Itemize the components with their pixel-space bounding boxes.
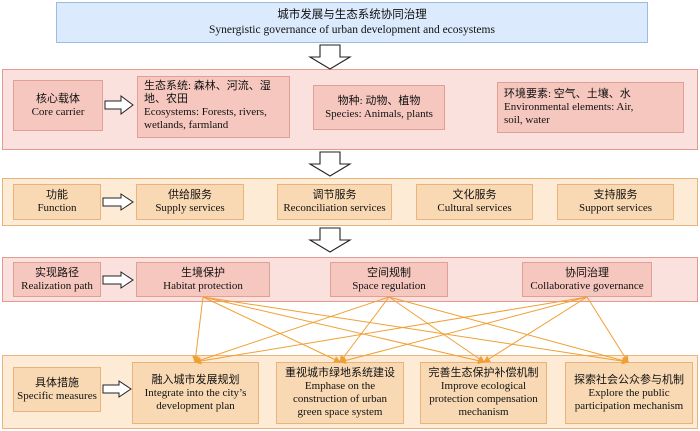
core-item-ecosystems: 生态系统: 森林、河流、湿 地、农田 Ecosystems: Forests, … [137, 76, 290, 138]
measure-item-public: 探索社会公众参与机制 Explore the public participat… [565, 362, 693, 424]
specific-measures-label-cn: 具体措施 [35, 376, 79, 389]
title-cn: 城市发展与生态系统协同治理 [277, 9, 427, 21]
measure-item-integrate: 融入城市发展规划 Integrate into the city’s devel… [132, 362, 259, 424]
path-item-space-regulation: 空间规制 Space regulation [330, 262, 448, 297]
core-item-species-en: Species: Animals, plants [325, 107, 433, 120]
function-label-cn: 功能 [46, 189, 68, 201]
measure-item-integrate-en: Integrate into the city’s development pl… [144, 386, 247, 412]
measure-item-integrate-cn: 融入城市发展规划 [151, 373, 240, 386]
function-item-reconciliation-cn: 调节服务 [312, 189, 357, 201]
function-item-supply-cn: 供给服务 [168, 189, 212, 201]
path-item-habitat: 生境保护 Habitat protection [136, 262, 270, 297]
right-arrow-function [102, 193, 134, 211]
path-item-collaborative-cn: 协同治理 [565, 266, 609, 279]
core-carrier-label-box: 核心载体 Core carrier [13, 80, 103, 131]
path-item-space-regulation-en: Space regulation [352, 279, 426, 292]
core-item-environment-en: Environmental elements: Air, soil, water [504, 101, 634, 126]
specific-measures-label-en: Specific measures [17, 389, 97, 402]
right-arrow-path [102, 271, 134, 289]
measure-item-green-space-en: Emphase on the construction of urban gre… [292, 380, 388, 418]
function-item-reconciliation-en: Reconciliation services [283, 202, 386, 214]
function-item-supply: 供给服务 Supply services [136, 184, 244, 220]
function-label-en: Function [37, 202, 77, 214]
down-arrow-core-to-function [308, 151, 352, 177]
realization-path-label-en: Realization path [21, 279, 93, 292]
function-item-supply-en: Supply services [155, 202, 225, 214]
measure-item-compensation-cn: 完善生态保护补偿机制 [428, 367, 539, 379]
function-item-cultural-cn: 文化服务 [452, 189, 497, 201]
function-item-cultural-en: Cultural services [437, 202, 512, 214]
core-item-ecosystems-cn: 生态系统: 森林、河流、湿 地、农田 [144, 80, 271, 105]
title-en: Synergistic governance of urban developm… [209, 24, 495, 36]
path-item-collaborative: 协同治理 Collaborative governance [522, 262, 652, 297]
function-label-box: 功能 Function [13, 184, 101, 220]
core-carrier-label-cn: 核心载体 [36, 92, 80, 105]
measure-item-green-space: 重视城市绿地系统建设 Emphase on the construction o… [276, 362, 404, 424]
function-item-reconciliation: 调节服务 Reconciliation services [277, 184, 392, 220]
core-item-species: 物种: 动物、植物 Species: Animals, plants [313, 85, 445, 130]
right-arrow-core [104, 95, 134, 115]
path-item-collaborative-en: Collaborative governance [530, 279, 644, 292]
function-item-support: 支持服务 Support services [557, 184, 674, 220]
measure-item-green-space-cn: 重视城市绿地系统建设 [285, 367, 395, 379]
function-item-support-en: Support services [578, 202, 652, 214]
realization-path-label-box: 实现路径 Realization path [13, 262, 101, 297]
core-item-ecosystems-en: Ecosystems: Forests, rivers, wetlands, f… [144, 106, 267, 131]
realization-path-label-cn: 实现路径 [35, 266, 79, 279]
path-to-measure-connectors [192, 296, 629, 365]
function-item-support-cn: 支持服务 [593, 189, 638, 201]
path-item-habitat-cn: 生境保护 [181, 266, 225, 279]
down-arrow-function-to-path [308, 227, 352, 253]
down-arrow-title-to-core [308, 44, 352, 70]
diagram-title-box: 城市发展与生态系统协同治理 Synergistic governance of … [56, 2, 648, 43]
core-carrier-label-en: Core carrier [31, 105, 85, 118]
core-item-environment: 环境要素: 空气、土壤、水 Environmental elements: Ai… [497, 82, 684, 133]
path-item-habitat-en: Habitat protection [163, 279, 243, 292]
path-item-space-regulation-cn: 空间规制 [367, 266, 411, 279]
function-item-cultural: 文化服务 Cultural services [416, 184, 533, 220]
measure-item-compensation-en: Improve ecological protection compensati… [429, 380, 538, 418]
core-item-environment-cn: 环境要素: 空气、土壤、水 [504, 88, 631, 100]
measure-item-compensation: 完善生态保护补偿机制 Improve ecological protection… [420, 362, 547, 424]
measure-item-public-cn: 探索社会公众参与机制 [574, 373, 684, 386]
specific-measures-label-box: 具体措施 Specific measures [13, 367, 101, 412]
measure-item-public-en: Explore the public participation mechani… [574, 386, 684, 412]
right-arrow-measures [102, 380, 132, 398]
core-item-species-cn: 物种: 动物、植物 [337, 94, 421, 107]
